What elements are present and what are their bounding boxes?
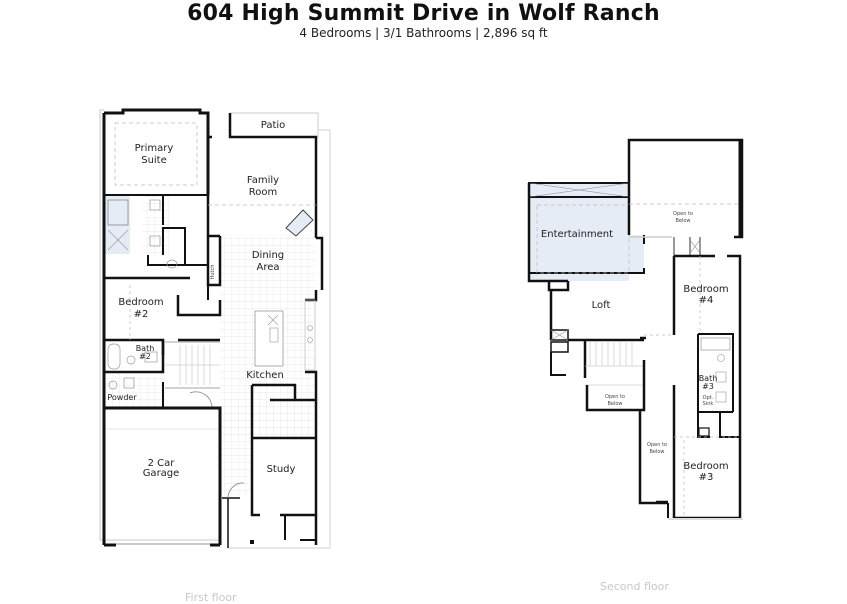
first-floor-plan: Patio Primary Suite Family Room Dining A… — [99, 108, 331, 549]
room-label-loft: Loft — [592, 300, 611, 311]
label-open-to-below-stair-line2: Below — [607, 401, 622, 407]
label-open-to-below-top: Open to — [673, 211, 693, 217]
room-label-bedroom-2-line2: #2 — [134, 309, 149, 320]
room-label-primary-suite: Primary — [135, 143, 174, 154]
room-label-kitchen: Kitchen — [246, 370, 284, 381]
label-opt-sink: Opt. — [703, 395, 714, 401]
label-hutch: Hutch — [210, 265, 216, 280]
room-label-bedroom-3: Bedroom — [683, 461, 728, 472]
second-floor-label: Second floor — [600, 580, 669, 593]
room-label-dining-area-line2: Area — [256, 262, 279, 273]
home-specs: 4 Bedrooms | 3/1 Bathrooms | 2,896 sq ft — [299, 26, 548, 40]
room-label-primary-suite-line2: Suite — [141, 155, 167, 166]
room-label-entertainment: Entertainment — [541, 229, 613, 240]
room-label-family-room-line2: Room — [249, 187, 277, 198]
room-label-dining-area: Dining — [252, 250, 284, 261]
room-label-garage-line2: Garage — [143, 468, 180, 479]
room-label-family-room: Family — [247, 175, 279, 186]
page-title: 604 High Summit Drive in Wolf Ranch — [187, 1, 660, 26]
label-open-to-below-top-line2: Below — [675, 218, 690, 224]
room-label-study: Study — [267, 464, 296, 475]
room-label-bedroom-3-line2: #3 — [699, 472, 714, 483]
room-label-bath-2: Bath — [136, 344, 155, 353]
room-label-bath-3: Bath — [699, 374, 718, 383]
label-open-to-below-side-line2: Below — [649, 449, 664, 455]
room-label-patio: Patio — [261, 120, 286, 131]
room-label-bedroom-2: Bedroom — [118, 297, 163, 308]
room-label-bath-3-line2: #3 — [702, 382, 714, 391]
second-floor-plan: Entertainment Open to Below Loft Bedroom… — [527, 138, 744, 520]
label-open-to-below-stair: Open to — [605, 394, 625, 400]
room-label-bedroom-4-line2: #4 — [699, 295, 714, 306]
room-label-powder: Powder — [107, 393, 137, 402]
label-open-to-below-side: Open to — [647, 442, 667, 448]
room-label-garage: 2 Car — [148, 458, 176, 469]
first-floor-label: First floor — [185, 591, 237, 604]
label-opt-sink-line2: Sink — [703, 401, 714, 407]
room-label-bedroom-4: Bedroom — [683, 284, 728, 295]
room-label-bath-2-line2: #2 — [139, 352, 151, 361]
